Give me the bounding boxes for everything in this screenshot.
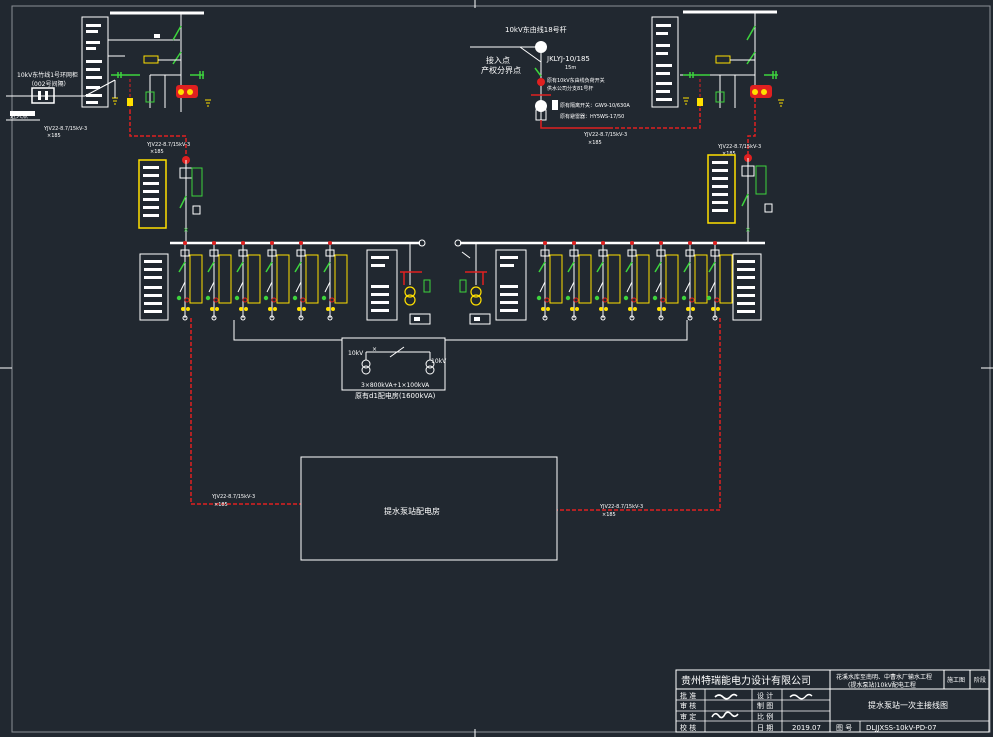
left-incoming-switchgear: × [138, 156, 203, 243]
right-pump-cable [557, 318, 721, 511]
tb-row-label-1: 批 准 [680, 691, 696, 700]
feeder-panel [263, 241, 290, 321]
feeder-panel [594, 241, 621, 321]
tb-project-line1: 花溪水库至南明、中曹水厂输水工程 [836, 673, 932, 681]
right-overhead-line [470, 41, 609, 129]
substation-transformers: × [361, 346, 435, 375]
right-conductor-label: JKLYJ-10/185 [546, 55, 590, 63]
substation-link-right [445, 320, 688, 341]
tb-company: 贵州特瑞能电力设计有限公司 [681, 674, 811, 687]
right-line-title: 10kV东由线18号杆 [505, 25, 567, 34]
substation-left-voltage: 10kV [348, 350, 364, 357]
bottom-right-cable-size: ×185 [602, 512, 616, 518]
title-block [675, 669, 990, 733]
feeder-panel [176, 241, 203, 321]
left-pump-cable [190, 318, 301, 505]
svg-text:×: × [183, 226, 189, 234]
tb-stage-label: 施工图 [947, 676, 965, 684]
substation-link-left [233, 320, 342, 341]
left-cable-top-size: ×185 [47, 133, 61, 139]
bottom-left-cable-size: ×185 [214, 502, 228, 508]
right-note-3: 原有隔离开关：GW9-10/630A [560, 102, 630, 109]
right-note-4: 原有避雷器：HY5WS-17/50 [560, 113, 624, 120]
left-cable-mid-label: YJV22-8.7/15kV-3 [146, 142, 190, 148]
right-entry-point-label: 接入点 [486, 55, 510, 65]
pump-room-box [300, 456, 558, 561]
left-incoming-terminal [6, 79, 116, 121]
tb-row-label-2: 审 核 [680, 701, 696, 710]
right-mid-cable [747, 98, 756, 158]
tb-draw-label: 制 图 [757, 701, 773, 710]
feeder-panel [565, 241, 592, 321]
feeder-panel [205, 241, 232, 321]
tb-project-line2: (提水泵站)10kV配电工程 [848, 681, 916, 689]
bus-tie-indicator [454, 239, 462, 247]
left-cable-top-label: YJV22-8.7/15kV-3 [43, 126, 87, 132]
substation-right-voltage: 10kV [431, 358, 447, 365]
feeder-panel [681, 241, 708, 321]
left-cable-mid-size: ×185 [150, 149, 164, 155]
right-pt-cabinet [459, 243, 527, 325]
right-cable-mid-size: ×185 [722, 151, 736, 157]
tb-date-value: 2019.07 [792, 724, 821, 732]
bottom-left-cable-label: YJV22-8.7/15kV-3 [211, 494, 255, 500]
right-note-2: 供水公司分支81号杆 [547, 85, 593, 92]
tb-row-label-3: 审 定 [680, 712, 696, 721]
left-pt-cabinet [366, 243, 431, 325]
tb-design-label: 设 计 [757, 691, 773, 700]
tb-drawing-title: 提水泵站一次主接线图 [868, 700, 948, 710]
bus-tie-indicator [418, 239, 426, 247]
left-entry-point-label: 进入点 [10, 112, 28, 120]
substation-capacity: 3×800kVA+1×100kVA [361, 382, 430, 389]
left-incoming-cabinet-label: 10kV东竹线1号环网柜 [17, 71, 78, 79]
feeder-panel [321, 241, 348, 321]
bottom-right-cable-label: YJV22-8.7/15kV-3 [599, 504, 643, 510]
left-ring-main-cabinet [81, 11, 211, 112]
feeder-panel [292, 241, 319, 321]
existing-substation-box [341, 337, 446, 391]
feeder-panel [706, 241, 733, 321]
right-outgoing-panel-notes [732, 253, 762, 321]
right-ring-main-cabinet [651, 10, 784, 108]
svg-text:×: × [372, 346, 377, 353]
right-note-1: 原有10kV东由线负荷开关 [547, 77, 605, 84]
right-cable-top-size: ×185 [588, 140, 602, 146]
tb-drawing-no-label: 图 号 [836, 724, 852, 732]
drawing-frame [11, 5, 991, 733]
right-feeder-panels [536, 241, 733, 321]
tb-drawing-no: DLJJXSS-10kV-PD-07 [866, 724, 937, 732]
right-cable-top-label: YJV22-8.7/15kV-3 [583, 132, 627, 138]
tb-scale-label: 比 例 [757, 712, 773, 721]
svg-text:×: × [745, 226, 751, 234]
tb-date-label: 日 期 [757, 724, 773, 732]
tb-stage-value: 阶段 [974, 676, 986, 684]
left-outgoing-panel-notes [139, 253, 169, 321]
feeder-panel [234, 241, 261, 321]
feeder-panel [652, 241, 679, 321]
right-property-point-label: 产权分界点 [481, 65, 521, 75]
right-conductor-length: 15m [565, 65, 576, 71]
pump-room-label: 提水泵站配电房 [384, 506, 440, 516]
right-top-cable [609, 108, 701, 129]
tb-row-label-4: 校 核 [680, 723, 696, 732]
left-feeder-panels [176, 241, 348, 321]
feeder-panel [623, 241, 650, 321]
right-incoming-switchgear: × [707, 154, 773, 243]
feeder-panel [536, 241, 563, 321]
right-cable-mid-label: YJV22-8.7/15kV-3 [717, 144, 761, 150]
left-top-cable [129, 110, 187, 158]
substation-name: 原有d1配电房(1600kVA) [355, 391, 436, 400]
left-incoming-cabinet-note: （002号间隔） [28, 80, 69, 88]
